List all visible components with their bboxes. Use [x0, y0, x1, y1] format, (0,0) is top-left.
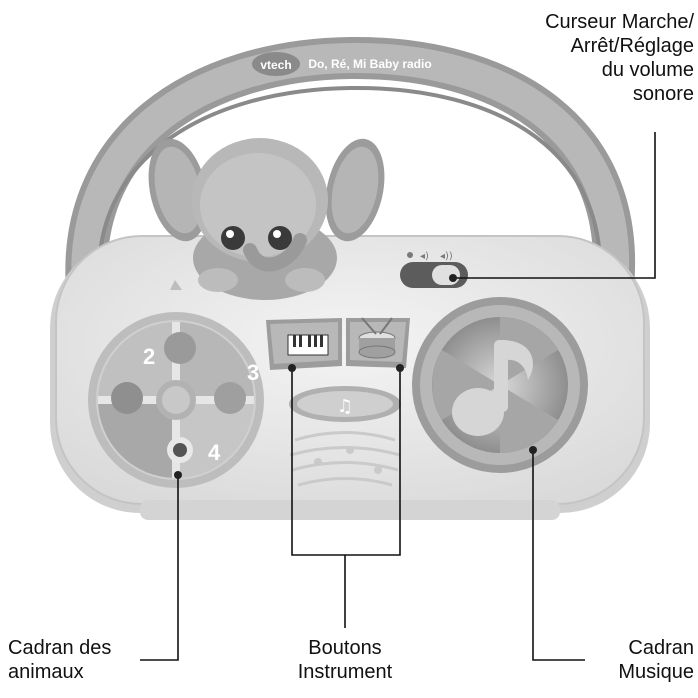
leader-instrument-right [345, 368, 401, 556]
callout-power-volume-line2: Arrêt/Réglage [570, 35, 694, 57]
callout-animal-dial: Cadran des animaux [8, 636, 111, 684]
model-text: Do, Ré, Mi Baby radio [308, 57, 431, 71]
music-note-knob[interactable] [452, 340, 533, 436]
dial-number-3: 3 [247, 360, 259, 385]
leader-music-dial [532, 450, 585, 661]
leader-lines [140, 132, 656, 661]
callout-instrument-buttons: Boutons Instrument [285, 636, 405, 684]
callout-power-volume-line4: sonore [632, 83, 694, 105]
leader-instrument-left [291, 368, 345, 556]
elephant-icon [148, 138, 385, 300]
dial-number-2: 2 [143, 344, 155, 369]
svg-text:◂)): ◂)) [440, 251, 453, 262]
callout-power-volume-line1: Curseur Marche/ [545, 11, 694, 33]
leader-animal-dial [140, 475, 179, 661]
leader-power-volume [453, 132, 656, 279]
music-note-icon: ♫ [337, 396, 353, 417]
callout-instrument-buttons-line1: Boutons [308, 637, 382, 659]
dial-number-4: 4 [208, 440, 221, 465]
callout-animal-dial-line1: Cadran des [8, 637, 112, 659]
callout-instrument-buttons-line2: Instrument [297, 661, 393, 683]
music-dial[interactable] [412, 297, 588, 473]
callout-power-volume: Curseur Marche/ Arrêt/Réglage du volume … [545, 10, 694, 106]
drum-button[interactable] [346, 317, 410, 368]
callout-music-dial-line1: Cadran [628, 637, 694, 659]
animal-dial[interactable]: 2 3 4 [88, 312, 264, 488]
callout-music-dial-line2: Musique [618, 661, 694, 683]
handle [65, 36, 636, 331]
callout-animal-dial-line2: animaux [8, 661, 84, 683]
brand-label: vtech Do, Ré, Mi Baby radio [252, 52, 432, 76]
drum-icon [358, 317, 396, 359]
svg-text:◂): ◂) [420, 251, 429, 262]
piano-keys-icon [287, 334, 329, 356]
display-panel: ♫ [289, 386, 401, 422]
brand-text: vtech [260, 58, 291, 72]
speaker-grille [289, 431, 401, 487]
callout-power-volume-line3: du volume [601, 59, 694, 81]
callout-music-dial: Cadran Musique [618, 636, 694, 684]
piano-button[interactable] [266, 318, 342, 370]
